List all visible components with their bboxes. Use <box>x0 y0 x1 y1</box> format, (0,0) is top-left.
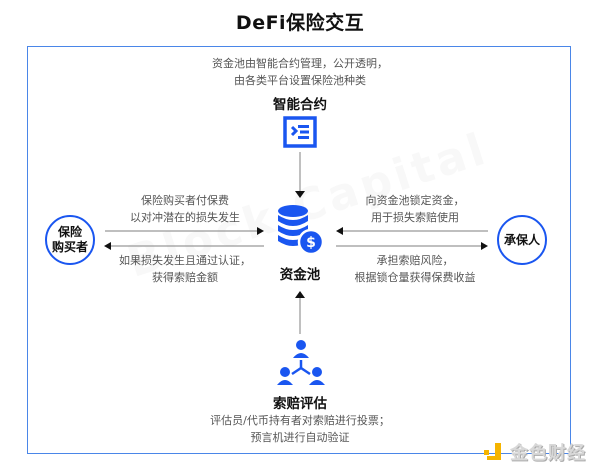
claims-description: 评估员/代币持有者对索赔进行投票； 预言机进行自动验证 <box>150 412 450 446</box>
jinse-logo-icon <box>484 442 504 462</box>
claims-description-line: 预言机进行自动验证 <box>250 431 350 444</box>
smart-contract-description-line: 资金池由智能合约管理，公开透明， <box>212 57 388 70</box>
smart-contract-description-line: 由各类平台设置保险池种类 <box>234 74 366 87</box>
diagram-title: DeFi保险交互 <box>235 12 365 34</box>
contract-list-icon <box>283 116 317 148</box>
buyer-node: 保险 购买者 <box>45 215 95 265</box>
buyer-label-line: 保险 <box>57 225 82 239</box>
smart-contract-description: 资金池由智能合约管理，公开透明， 由各类平台设置保险池种类 <box>150 55 450 89</box>
text-line: 保险购买者付保费 <box>141 194 229 207</box>
arrow-contract-to-pool <box>295 152 305 198</box>
claims-label: 索赔评估 <box>273 396 327 412</box>
text-line: 向资金池锁定资金， <box>365 194 465 207</box>
arrow-buyer-to-pool <box>105 227 264 235</box>
arrow-claims-to-pool <box>295 291 305 334</box>
underwriter-earns-premium-text: 承担索赔风险， 根据锁仓量获得保费收益 <box>330 252 500 286</box>
smart-contract-label: 智能合约 <box>273 97 327 113</box>
diagram-frame <box>27 46 571 454</box>
text-line: 以对冲潜在的损失发生 <box>130 211 240 224</box>
people-network-icon <box>277 338 325 386</box>
buyer-label-line: 购买者 <box>51 240 88 254</box>
buyer-pays-premium-text: 保险购买者付保费 以对冲潜在的损失发生 <box>100 192 270 226</box>
arrow-pool-to-buyer <box>104 242 264 250</box>
text-line: 获得索赔金额 <box>152 271 218 284</box>
pool-label: 资金池 <box>279 267 321 283</box>
jinse-logo: 金色财经 <box>484 439 586 465</box>
underwriter-label: 承保人 <box>503 232 540 247</box>
logo-text: 金色财经 <box>510 443 586 464</box>
arrow-underwriter-to-pool-lock <box>336 227 488 235</box>
text-line: 承担索赔风险， <box>376 254 454 267</box>
underwriter-locks-funds-text: 向资金池锁定资金， 用于损失索赔使用 <box>330 192 500 226</box>
text-line: 根据锁仓量获得保费收益 <box>354 271 476 284</box>
underwriter-node: 承保人 <box>497 215 547 265</box>
arrow-pool-to-underwriter <box>336 242 488 250</box>
claims-description-line: 评估员/代币持有者对索赔进行投票； <box>210 414 390 427</box>
svg-text:$: $ <box>306 235 316 251</box>
coin-stack-dollar-icon: $ <box>275 203 325 259</box>
buyer-receives-claim-text: 如果损失发生且通过认证， 获得索赔金额 <box>100 252 270 286</box>
text-line: 如果损失发生且通过认证， <box>119 254 251 267</box>
text-line: 用于损失索赔使用 <box>371 211 459 224</box>
